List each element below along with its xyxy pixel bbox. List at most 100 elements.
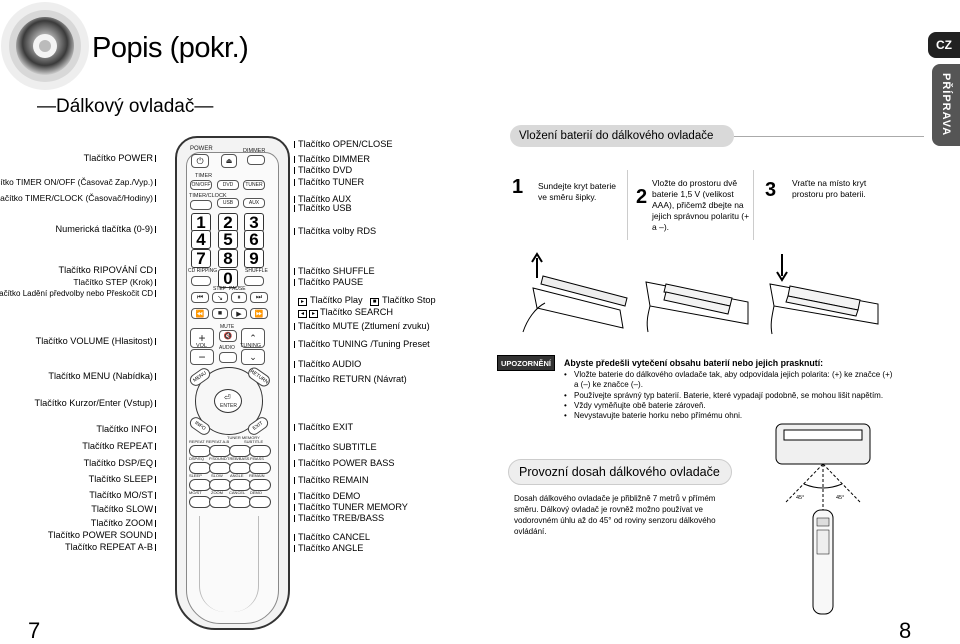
stop-button[interactable]: ■	[212, 308, 228, 319]
label-slow: Tlačítko SLOW	[91, 504, 157, 515]
label-play: ▸Tlačítko Play	[298, 295, 363, 306]
tuning-down-button[interactable]: ⌄	[241, 349, 265, 365]
remote-step-label: STEP	[213, 286, 227, 292]
label-power: Tlačítko POWER	[84, 153, 157, 164]
search-back-button[interactable]: ⏪	[191, 308, 209, 319]
remote-lower-panel	[199, 516, 259, 612]
remote-timer-clock-label: TIMER/CLOCK	[189, 193, 227, 199]
remote-row3-label-1: SLEEP	[189, 473, 202, 478]
power-button[interactable]: ⏻	[191, 154, 209, 168]
skip-forward-button[interactable]: ⏭	[250, 292, 268, 303]
label-tuning: Tlačítko TUNING /Tuning Preset	[294, 339, 430, 350]
label-repeat-ab: Tlačítko REPEAT A-B	[65, 542, 157, 553]
remote-row2-label-1: DSP/EQ	[189, 456, 205, 461]
demo-button[interactable]	[249, 496, 271, 508]
label-return: Tlačítko RETURN (Návrat)	[294, 374, 407, 385]
label-repeat: Tlačítko REPEAT	[82, 441, 157, 452]
cancel-button[interactable]	[229, 496, 251, 508]
remote-vol-label: VOL	[196, 343, 208, 349]
step-text: Sundejte kryt baterie ve směru šipky.	[538, 181, 616, 202]
usb-button[interactable]: USB	[217, 198, 239, 208]
remain-button[interactable]	[249, 479, 271, 491]
remote-row2-label-3: TREB/BASS	[227, 456, 250, 461]
warning-item: •Používejte správný typ baterií. Baterie…	[564, 390, 884, 400]
stop-icon: ■	[370, 298, 379, 306]
subtitle-button[interactable]	[249, 445, 271, 457]
section-subtitle: —Dálkový ovladač—	[37, 96, 214, 117]
remote-row2-label-4: P.BASS	[250, 456, 264, 461]
rewind-icon: ◂	[298, 310, 307, 318]
battery-step-3: 3 Vraťte na místo kryt prostoru pro bate…	[758, 170, 878, 240]
digit-7-button[interactable]: 7	[191, 249, 211, 268]
label-skip: Tlačítko Ladění předvolby nebo Přeskočit…	[0, 288, 157, 299]
label-usb: Tlačítko USB	[294, 203, 352, 214]
remote-mute-label: MUTE	[220, 324, 235, 330]
enter-icon: ⏎	[224, 393, 231, 402]
label-stop: ■Tlačítko Stop	[370, 295, 436, 306]
volume-down-button[interactable]: −	[190, 349, 214, 365]
timer-clock-button[interactable]	[190, 200, 212, 210]
digit-5-button[interactable]: 5	[218, 230, 238, 249]
battery-illustration-1	[515, 248, 635, 340]
battery-heading: Vložení baterií do dálkového ovladače	[510, 125, 734, 147]
step-number: 1	[512, 176, 524, 198]
dvd-button[interactable]: DVD	[217, 180, 239, 190]
remote-row3-label-4: REMAIN	[249, 473, 265, 478]
power-bass-button[interactable]	[249, 462, 271, 474]
dimmer-button[interactable]	[247, 155, 265, 165]
pause-button[interactable]: ⏸	[231, 292, 247, 303]
remote-power-label: POWER	[190, 146, 213, 152]
remote-cd-ripping-label: CD RIPPING	[188, 268, 218, 274]
warning-rule	[555, 362, 557, 363]
digit-6-button[interactable]: 6	[244, 230, 264, 249]
label-shuffle: Tlačítko SHUFFLE	[294, 266, 375, 277]
digit-1-button[interactable]: 1	[191, 213, 211, 232]
search-forward-button[interactable]: ⏩	[250, 308, 268, 319]
mute-button[interactable]: 🔇	[219, 330, 237, 342]
timer-onoff-button[interactable]: ON/OFF	[190, 180, 212, 190]
label-dsp: Tlačítko DSP/EQ	[84, 458, 157, 469]
label-search: ◂▸Tlačítko SEARCH	[298, 307, 393, 318]
battery-illustration-3	[760, 250, 885, 340]
remote-control: POWER DIMMER ⏻ ⏏ TIMER ON/OFF DVD TUNER …	[175, 136, 290, 630]
remote-row2-label-2: P.SOUND	[209, 456, 227, 461]
warning-title: Abyste předešli vytečení obsahu baterií …	[564, 358, 824, 368]
step-text: Vraťte na místo kryt prostoru pro bateri…	[792, 178, 867, 199]
digit-8-button[interactable]: 8	[218, 249, 238, 268]
cd-ripping-button[interactable]	[191, 276, 211, 286]
range-illustration: 45° 45°	[758, 418, 888, 618]
remote-audio-label: AUDIO	[219, 345, 235, 351]
step-button[interactable]: ↘	[212, 292, 228, 303]
remote-row1-label-3: TUNER MEMORY	[227, 435, 260, 440]
label-angle: Tlačítko ANGLE	[294, 543, 363, 554]
remote-pause-label: PAUSE	[229, 286, 246, 292]
volume-up-button[interactable]: +	[190, 328, 214, 348]
enter-button[interactable]: ENTER ⏎	[214, 389, 242, 413]
label-step: Tlačítko STEP (Krok)	[73, 277, 157, 288]
aux-button[interactable]: AUX	[243, 198, 265, 208]
fast-forward-icon: ▸	[309, 310, 318, 318]
tuner-button[interactable]: TUNER	[243, 180, 265, 190]
zoom-button[interactable]	[209, 496, 231, 508]
shuffle-button[interactable]	[244, 276, 264, 286]
digit-9-button[interactable]: 9	[244, 249, 264, 268]
page-title: Popis (pokr.)	[92, 32, 249, 64]
label-cancel: Tlačítko CANCEL	[294, 532, 370, 543]
label-info: Tlačítko INFO	[96, 424, 157, 435]
battery-step-1: 1 Sundejte kryt baterie ve směru šipky.	[508, 170, 628, 240]
label-numeric: Numerická tlačítka (0-9)	[55, 224, 157, 235]
range-heading-text: Provozní dosah dálkového ovladače	[519, 465, 720, 479]
mo-st-button[interactable]	[189, 496, 211, 508]
label-cd-ripping: Tlačítko RIPOVÁNÍ CD	[59, 265, 157, 276]
remote-row4-label-3: CANCEL	[229, 490, 246, 495]
label-pause: Tlačítko PAUSE	[294, 277, 363, 288]
digit-4-button[interactable]: 4	[191, 230, 211, 249]
digit-0-button[interactable]: 0	[218, 269, 238, 288]
tuning-up-button[interactable]: ⌃	[241, 328, 265, 348]
play-button[interactable]: ▶	[231, 308, 247, 319]
open-close-button[interactable]: ⏏	[221, 154, 237, 168]
audio-button[interactable]	[219, 352, 237, 363]
skip-back-button[interactable]: ⏮	[191, 292, 209, 303]
range-angle-left: 45°	[796, 495, 805, 501]
page-number-left: 7	[28, 618, 41, 643]
